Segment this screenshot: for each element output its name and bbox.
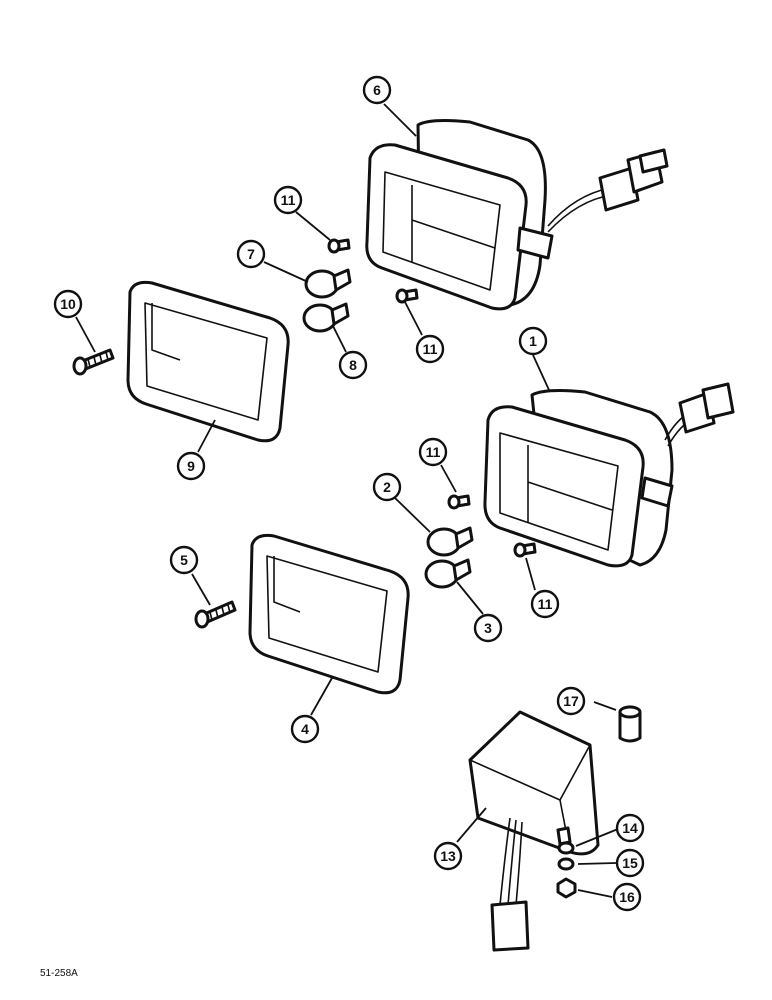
svg-text:2: 2: [383, 479, 391, 495]
svg-text:6: 6: [373, 82, 381, 98]
svg-text:14: 14: [622, 820, 638, 836]
callout-5: 5: [169, 545, 199, 575]
washer-lock: [557, 857, 575, 871]
drawing-code: 51-258A: [40, 968, 78, 979]
callout-2: 2: [372, 472, 402, 502]
lens-frame-lower: [248, 533, 410, 695]
nut: [556, 877, 577, 899]
bulb-upper-left: [304, 268, 352, 299]
license-lamp-housing: [468, 710, 600, 952]
svg-text:11: 11: [423, 341, 438, 357]
svg-text:9: 9: [187, 458, 195, 474]
lens-frame-upper: [126, 280, 290, 443]
screw-small: [447, 494, 471, 510]
svg-text:17: 17: [563, 693, 579, 709]
callout-7: 7: [236, 239, 266, 269]
svg-text:11: 11: [281, 192, 296, 208]
screw-small: [327, 238, 351, 254]
screw-upper-left: [72, 348, 115, 376]
svg-text:16: 16: [619, 889, 635, 905]
svg-text:8: 8: [349, 357, 357, 373]
callout-16: 16: [612, 882, 642, 912]
callout-17: 17: [556, 686, 586, 716]
svg-text:5: 5: [180, 552, 188, 568]
svg-text:11: 11: [426, 444, 441, 460]
callout-11: 11: [418, 437, 448, 467]
callout-6: 6: [362, 75, 392, 105]
lamp-assembly-right: [483, 382, 735, 568]
callout-8: 8: [338, 350, 368, 380]
callout-4: 4: [290, 714, 320, 744]
svg-text:11: 11: [538, 596, 553, 612]
callout-14: 14: [615, 813, 645, 843]
screw-small: [513, 542, 537, 558]
callout-9: 9: [176, 451, 206, 481]
callout-11: 11: [273, 185, 303, 215]
washer-flat: [557, 841, 575, 855]
bulb-upper-center: [426, 526, 474, 557]
callout-11: 11: [530, 589, 560, 619]
svg-text:7: 7: [247, 246, 255, 262]
bulb-lower-left: [302, 302, 350, 333]
lamp-assembly-top: [365, 119, 669, 311]
svg-text:4: 4: [301, 721, 309, 737]
callout-3: 3: [473, 613, 503, 643]
callout-13: 13: [433, 841, 463, 871]
callout-10: 10: [53, 289, 83, 319]
screw-lower-left: [194, 600, 237, 629]
svg-text:10: 10: [60, 296, 76, 312]
svg-text:1: 1: [529, 333, 537, 349]
leader-lines: [75, 103, 619, 898]
callout-11: 11: [415, 334, 445, 364]
screw-small: [395, 288, 419, 304]
svg-text:15: 15: [622, 855, 638, 871]
callout-1: 1: [518, 326, 548, 356]
callout-15: 15: [615, 848, 645, 878]
svg-text:3: 3: [484, 620, 492, 636]
bulb-small: [618, 705, 642, 743]
bulb-lower-center: [424, 558, 472, 589]
svg-text:13: 13: [440, 848, 456, 864]
